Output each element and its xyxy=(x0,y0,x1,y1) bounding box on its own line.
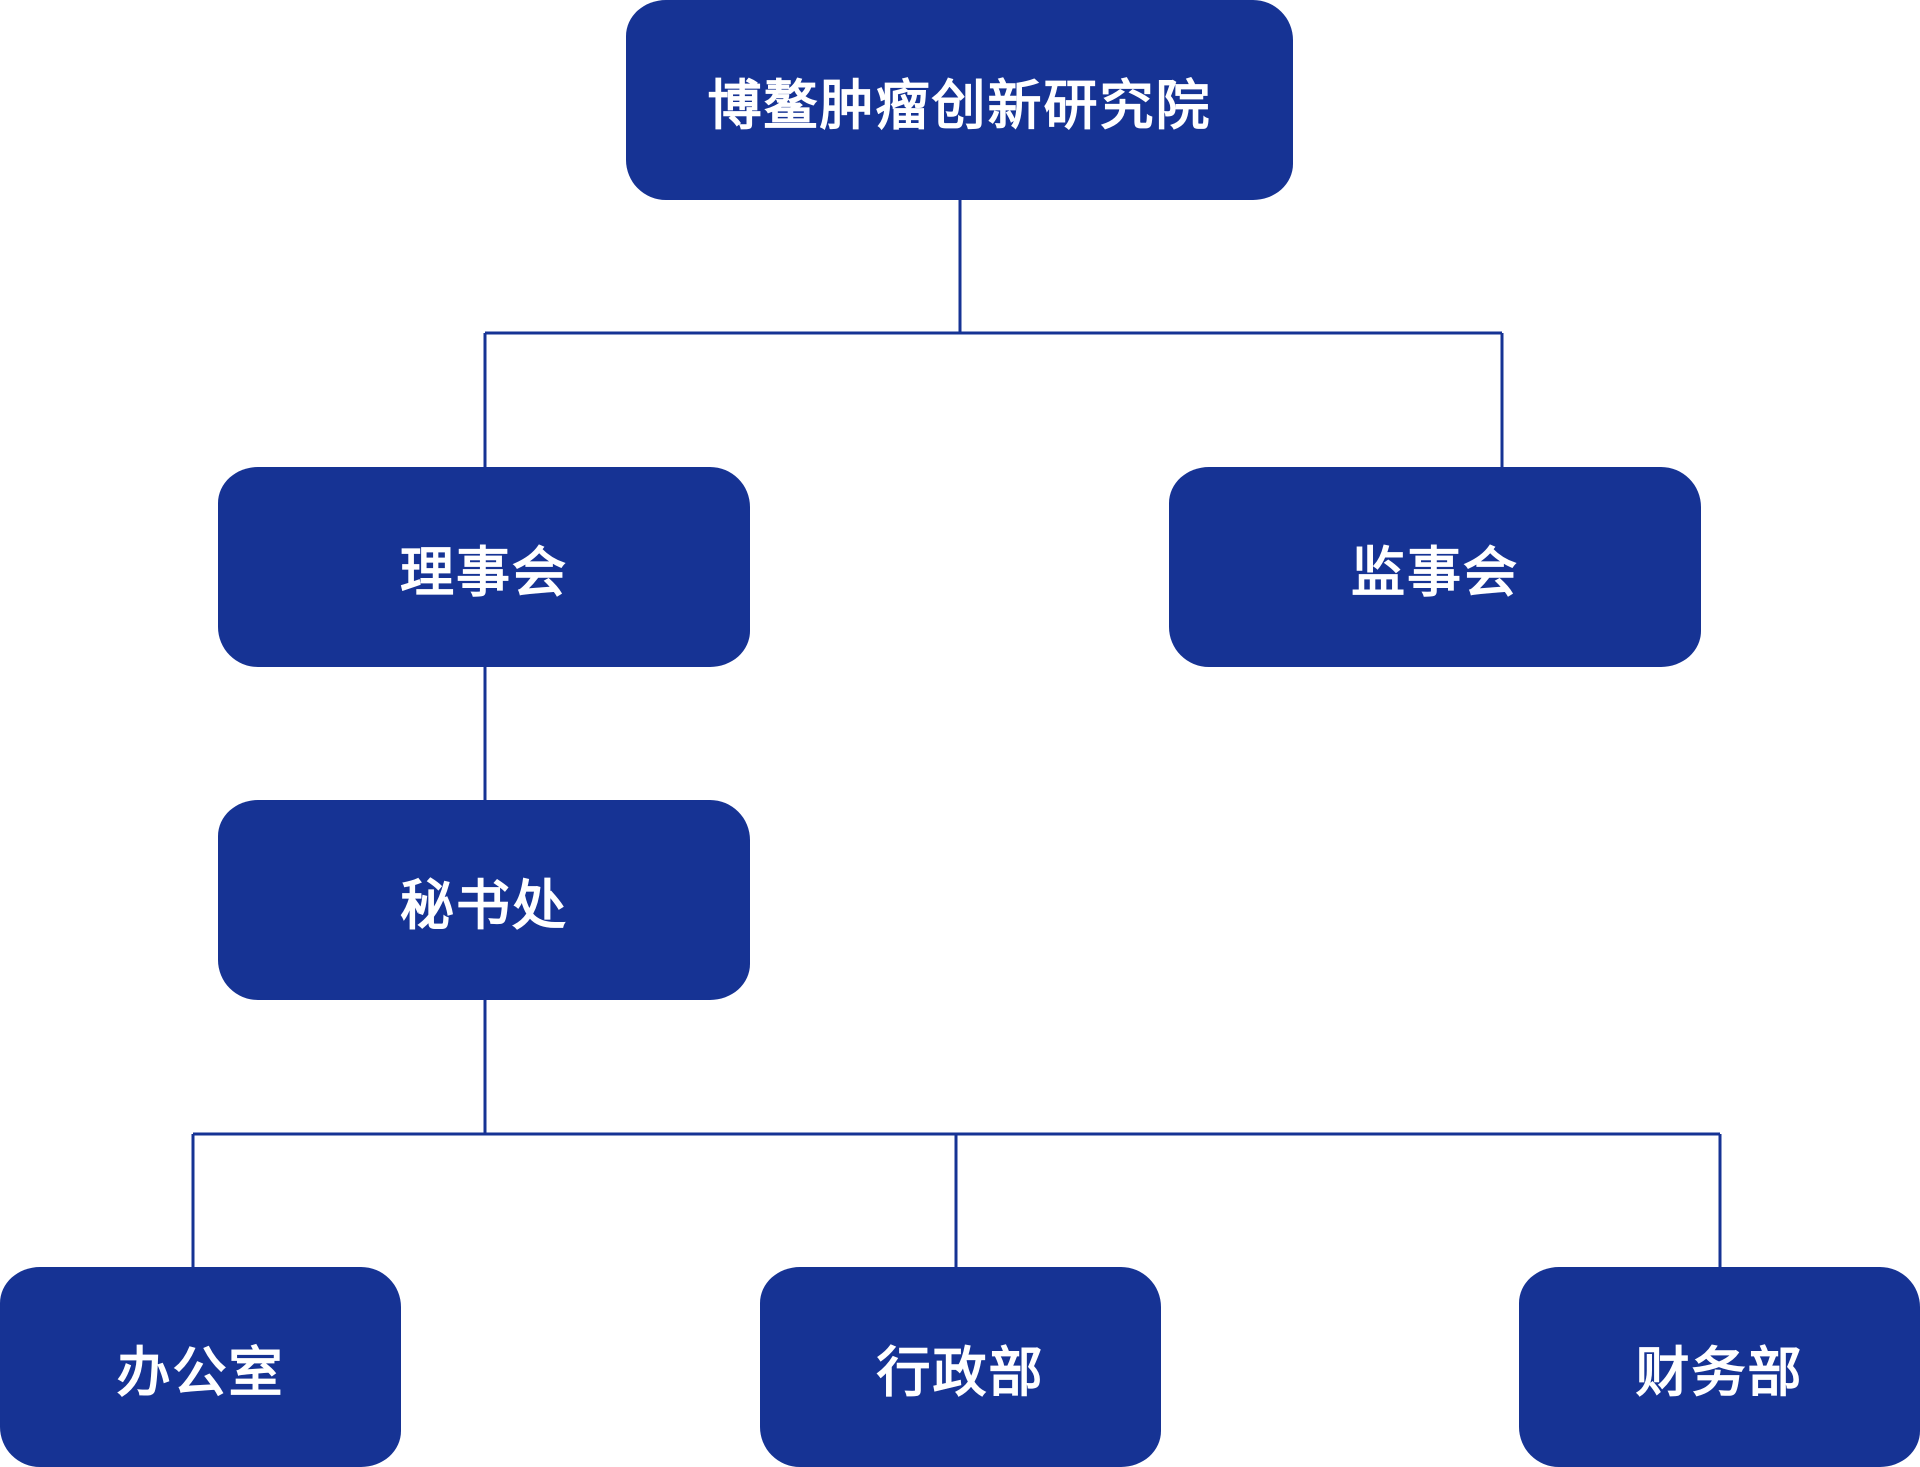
node-administration: 行政部 xyxy=(760,1267,1161,1467)
node-supervisory-board: 监事会 xyxy=(1169,467,1701,667)
node-supervisory-label: 监事会 xyxy=(1351,540,1519,604)
node-root-institute: 博鳌肿瘤创新研究院 xyxy=(626,0,1293,200)
node-board-label: 理事会 xyxy=(400,540,568,604)
node-office-label: 办公室 xyxy=(116,1340,285,1404)
node-office: 办公室 xyxy=(0,1267,401,1467)
node-finance-label: 财务部 xyxy=(1635,1340,1804,1404)
node-finance: 财务部 xyxy=(1519,1267,1920,1467)
node-board-of-directors: 理事会 xyxy=(218,467,750,667)
node-admin-label: 行政部 xyxy=(876,1340,1045,1404)
node-root-label: 博鳌肿瘤创新研究院 xyxy=(707,73,1212,137)
node-secretariat-label: 秘书处 xyxy=(400,873,568,937)
node-secretariat: 秘书处 xyxy=(218,800,750,1000)
